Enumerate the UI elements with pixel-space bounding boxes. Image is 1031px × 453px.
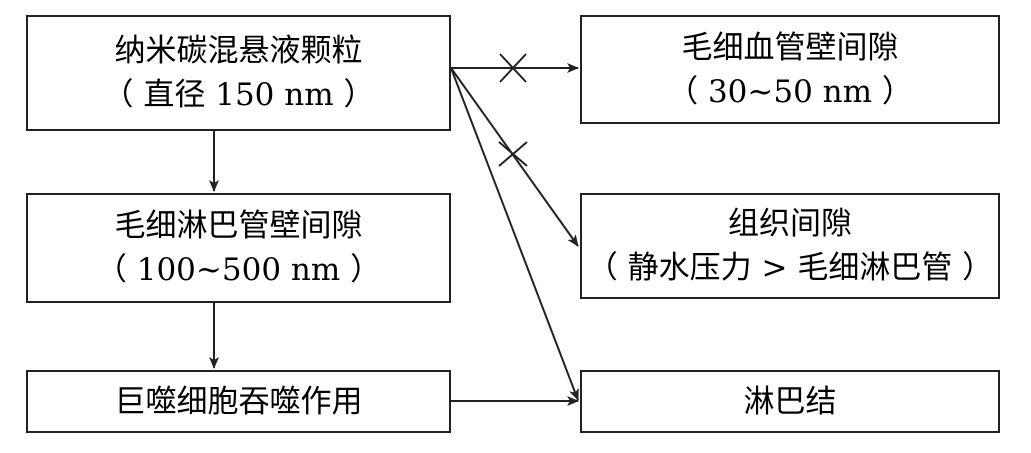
node-nano-suspension-label: 纳米碳混悬液颗粒 [114, 33, 363, 69]
node-macrophage: 巨噬细胞吞噬作用 [26, 370, 451, 433]
block-mark-tissue-gap [498, 141, 528, 167]
node-capillary-gap-label: 毛细血管壁间隙 [681, 29, 899, 66]
edge-suspension-to-tissue-gap [450, 67, 579, 247]
node-tissue-gap: 组织间隙 （ 静水压力 > 毛细淋巴管 ） [580, 193, 1000, 299]
edge-suspension-to-lymph-node [450, 67, 579, 401]
node-tissue-gap-label: 组织间隙 [728, 206, 852, 242]
node-macrophage-label: 巨噬细胞吞噬作用 [114, 383, 363, 420]
node-lymph-capillary-gap-label: 毛细淋巴管壁间隙 [114, 208, 363, 244]
node-lymph-capillary-gap-detail: （ 100~500 nm ） [95, 252, 382, 288]
node-capillary-gap: 毛细血管壁间隙 （ 30~50 nm ） [580, 15, 1000, 124]
node-lymph-node: 淋巴结 [580, 370, 1000, 433]
node-tissue-gap-detail: （ 静水压力 > 毛细淋巴管 ） [586, 250, 994, 286]
node-capillary-gap-detail: （ 30~50 nm ） [667, 73, 913, 110]
node-lymph-node-label: 淋巴结 [743, 383, 837, 420]
node-nano-suspension: 纳米碳混悬液颗粒 （ 直径 150 nm ） [26, 15, 451, 131]
node-nano-suspension-detail: （ 直径 150 nm ） [102, 77, 375, 113]
node-lymph-capillary-gap: 毛细淋巴管壁间隙 （ 100~500 nm ） [26, 193, 451, 303]
block-mark-capillary-gap [499, 53, 527, 83]
